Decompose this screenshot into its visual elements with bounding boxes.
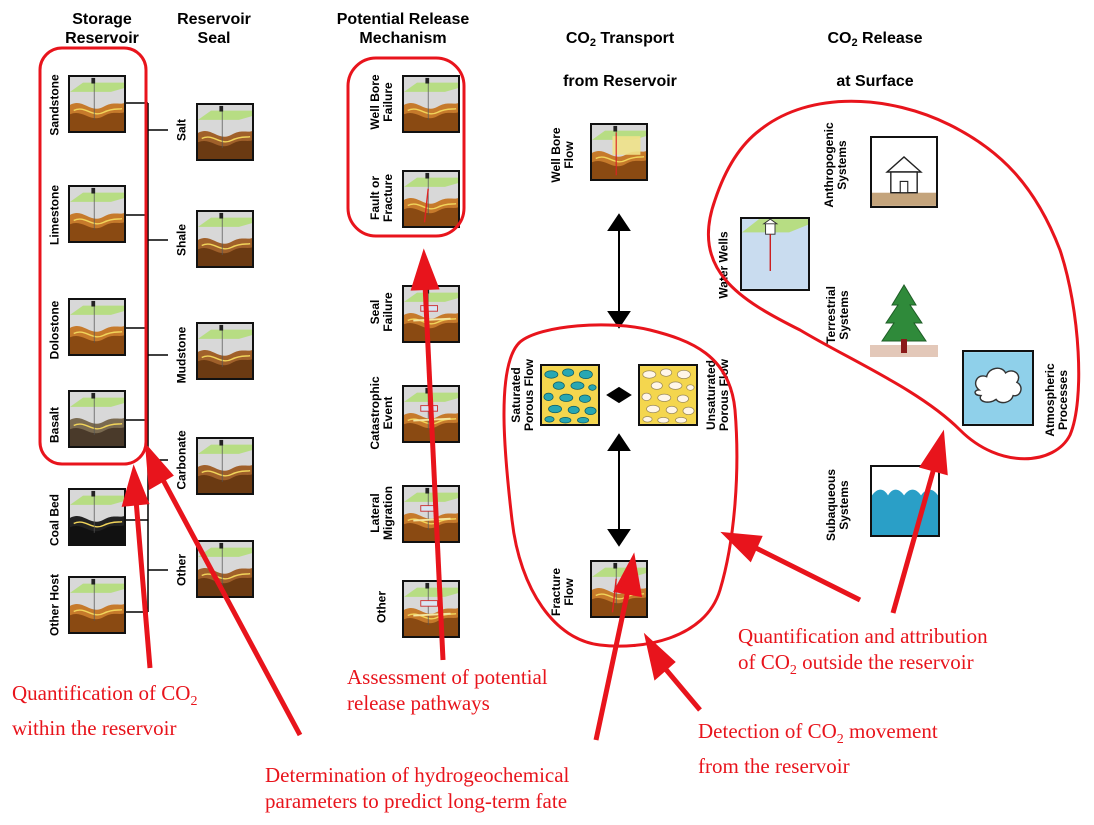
transport-outline bbox=[502, 323, 739, 648]
annotation-detection-movement: Detection of CO2 movement from the reser… bbox=[698, 719, 938, 779]
header-release-mechanism: Potential Release Mechanism bbox=[336, 11, 470, 47]
cloud-icon bbox=[962, 350, 1034, 426]
flow-arrows bbox=[606, 213, 632, 547]
annotation-quantification-outside: Quantification and attribution of CO2 ou… bbox=[738, 624, 988, 679]
unsaturated-porous-media-icon bbox=[638, 364, 698, 426]
header-co2-release: CO2 Release at Surface bbox=[827, 30, 923, 90]
storage-reservoir-outline bbox=[38, 46, 148, 466]
arrow-up-icon bbox=[607, 213, 631, 231]
surface-release-outline bbox=[706, 99, 1081, 461]
annotation-arrows bbox=[121, 248, 948, 741]
annotation-hydrogeochemical: Determination of hydrogeochemical parame… bbox=[265, 763, 570, 813]
diamond-connector-icon bbox=[606, 386, 632, 404]
other-host-geology-icon bbox=[68, 576, 126, 634]
well-bore-failure-icon bbox=[402, 75, 460, 133]
header-reservoir-seal: Reservoir Seal bbox=[177, 11, 251, 47]
sandstone-geology-icon bbox=[68, 75, 126, 133]
arrow-down-icon bbox=[607, 311, 631, 329]
mudstone-seal-icon bbox=[196, 322, 254, 380]
header-co2-transport: CO2 Transport from Reservoir bbox=[563, 30, 677, 90]
limestone-geology-icon bbox=[68, 185, 126, 243]
shale-seal-icon bbox=[196, 210, 254, 268]
well-bore-flow-icon bbox=[590, 123, 648, 181]
tree-icon bbox=[870, 283, 938, 357]
house-icon bbox=[870, 136, 938, 208]
annotation-assessment-pathways: Assessment of potential release pathways bbox=[347, 665, 548, 715]
arrow-down-icon bbox=[607, 529, 631, 547]
coal-bed-geology-icon bbox=[68, 488, 126, 546]
lateral-migration-icon bbox=[402, 485, 460, 543]
carbonate-seal-icon bbox=[196, 437, 254, 495]
salt-seal-icon bbox=[196, 103, 254, 161]
annotation-quantification-within: Quantification of CO2 within the reservo… bbox=[12, 681, 198, 741]
fault-fracture-icon bbox=[402, 170, 460, 228]
mechanism-other-icon bbox=[402, 580, 460, 638]
basalt-geology-icon bbox=[68, 390, 126, 448]
arrow-up-icon bbox=[607, 433, 631, 451]
dolostone-geology-icon bbox=[68, 298, 126, 356]
water-waves-icon bbox=[870, 465, 940, 537]
release-pathways-outline bbox=[346, 56, 466, 238]
saturated-porous-media-icon bbox=[540, 364, 600, 426]
header-storage-reservoir: Storage Reservoir bbox=[65, 11, 139, 47]
water-well-icon bbox=[740, 217, 810, 291]
